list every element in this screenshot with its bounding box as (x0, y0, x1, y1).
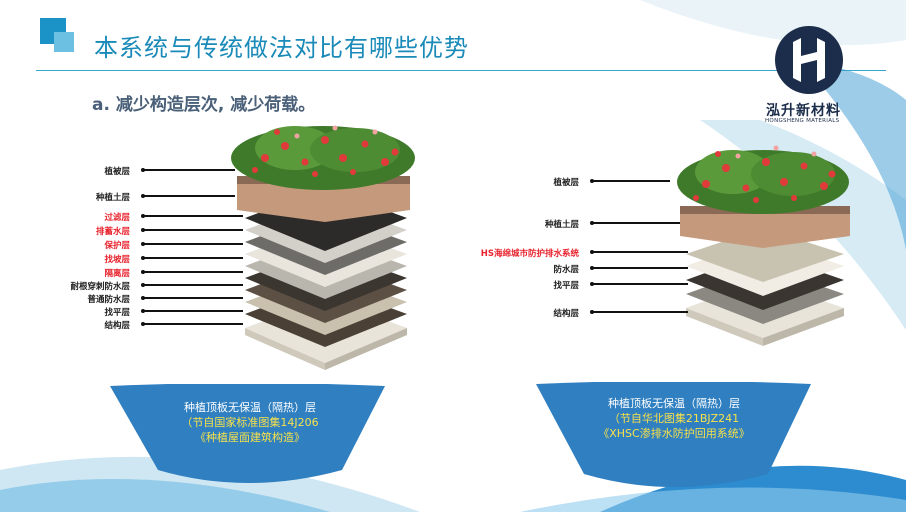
left-label-vegetation: 植被层 (104, 167, 130, 177)
left-label-drainage: 排蓄水层 (95, 227, 130, 237)
right-leader-line (592, 180, 670, 182)
right-caption-bowl (536, 382, 811, 487)
left-leader-line (143, 271, 243, 273)
left-leader-line (143, 323, 243, 325)
company-name: 泓升新材料 (766, 103, 841, 119)
right-leader-line (592, 222, 680, 224)
company-logo-icon (775, 26, 843, 94)
left-caption-text: 种植顶板无保温（隔热）层 （节自国家标准图集14J206 《种植屋面建筑构造》 (150, 400, 350, 445)
right-label-waterproof: 防水层 (553, 265, 579, 275)
left-caption-line2: （节自国家标准图集14J206 (181, 416, 319, 429)
page-title: 本系统与传统做法对比有哪些优势 (94, 34, 469, 62)
right-label-structure: 结构层 (553, 309, 579, 319)
left-label-waterproof: 普通防水层 (87, 295, 130, 305)
left-caption-bowl (110, 384, 385, 483)
left-label-structure: 结构层 (104, 321, 130, 331)
right-leader-line (592, 251, 688, 253)
right-label-leveling: 找平层 (553, 281, 579, 291)
left-label-root-waterproof: 耐根穿刺防水层 (70, 282, 130, 292)
left-leader-line (143, 243, 243, 245)
left-label-isolation: 隔离层 (104, 269, 130, 279)
title-accent-square-small (54, 32, 74, 52)
left-label-leveling: 找平层 (104, 308, 130, 318)
right-caption-line3: 《XHSC渗排水防护回用系统》 (598, 427, 750, 440)
company-name-en: HONGSHENG MATERIALS (765, 118, 840, 124)
left-leader-line (143, 195, 235, 197)
right-leader-line (592, 283, 688, 285)
right-caption-line2: （节自华北图集21BJZ241 (608, 412, 740, 425)
left-label-protection: 保护层 (104, 241, 130, 251)
left-leader-line (143, 229, 243, 231)
right-caption-line1: 种植顶板无保温（隔热）层 (608, 397, 740, 410)
right-leader-line (592, 311, 688, 313)
left-layer-stack-illustration (231, 125, 415, 370)
left-leader-line (143, 284, 243, 286)
right-leader-line (592, 267, 688, 269)
left-label-slope: 找坡层 (104, 255, 130, 265)
left-label-planting-soil: 种植土层 (95, 193, 130, 203)
page-subtitle: a. 减少构造层次, 减少荷载。 (92, 95, 316, 115)
left-leader-line (143, 215, 243, 217)
left-leader-line (143, 257, 243, 259)
right-caption-text: 种植顶板无保温（隔热）层 （节自华北图集21BJZ241 《XHSC渗排水防护回… (574, 396, 774, 441)
left-leader-line (143, 169, 235, 171)
right-layer-stack-illustration (677, 145, 850, 346)
left-leader-line (143, 297, 243, 299)
right-label-planting-soil: 种植土层 (544, 220, 579, 230)
left-caption-line3: 《种植屋面建筑构造》 (195, 431, 305, 444)
left-caption-line1: 种植顶板无保温（隔热）层 (184, 401, 316, 414)
left-leader-line (143, 310, 243, 312)
title-divider (36, 70, 886, 71)
left-label-filter: 过滤层 (104, 213, 130, 223)
right-label-hs-system: HS海绵城市防护排水系统 (480, 249, 579, 259)
right-label-vegetation: 植被层 (553, 178, 579, 188)
